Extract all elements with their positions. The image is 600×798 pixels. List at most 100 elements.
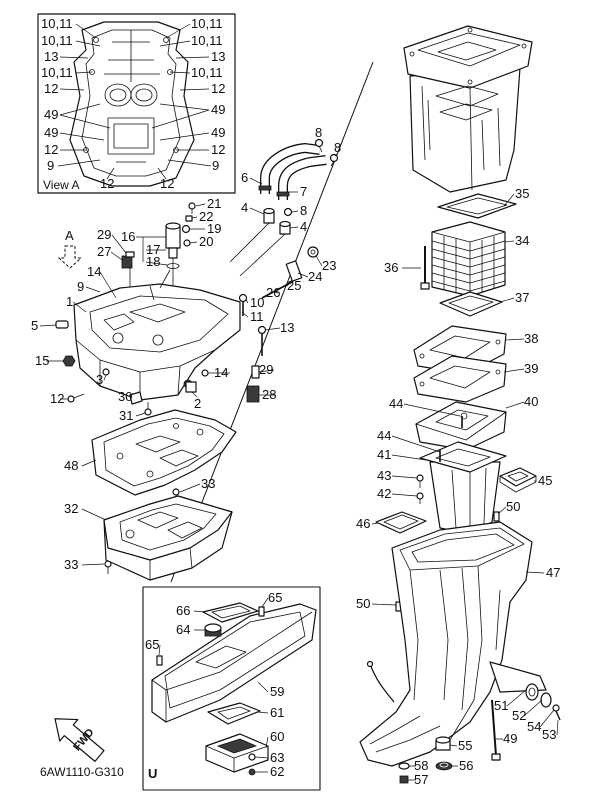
diagram-code: 6AW1110-G310 [40, 765, 124, 779]
callout-number: 7 [300, 184, 307, 199]
callout-number: 12 [50, 391, 64, 406]
plate-60-part [205, 733, 269, 773]
view-a-label: 49 [211, 125, 225, 140]
callout-number: 23 [322, 258, 336, 273]
view-a-label: 13 [44, 49, 58, 64]
callout-number: 47 [546, 565, 560, 580]
callout-number: 2 [194, 396, 201, 411]
callout-number: 44 [389, 396, 403, 411]
callout-number: 25 [287, 278, 301, 293]
callout-number: 22 [199, 209, 213, 224]
view-a-engine-base-drawing [69, 21, 195, 187]
callout-number: 8 [334, 140, 341, 155]
fasteners-55-58 [398, 736, 453, 784]
callout-number: 57 [414, 772, 428, 787]
callout-number: 19 [207, 221, 221, 236]
view-a-label: 12 [44, 81, 58, 96]
callout-number: 15 [35, 353, 49, 368]
inset-callout-number: 59 [270, 684, 284, 699]
callout-number: 48 [64, 458, 78, 473]
callout-number: 31 [119, 408, 133, 423]
callout-number: 16 [121, 229, 135, 244]
ring-46-part [375, 511, 427, 534]
pins-65 [156, 606, 265, 666]
cover-59-part [151, 603, 317, 723]
gasket-66-part [202, 602, 259, 623]
callout-number: 6 [241, 170, 248, 185]
cap-64-part [204, 623, 222, 637]
callout-number: 14 [87, 264, 101, 279]
gasket-61-part [207, 702, 261, 725]
callout-number: 38 [524, 331, 538, 346]
gasket-35-part [437, 193, 517, 219]
callout-number: 1 [66, 294, 73, 309]
callout-number: 20 [199, 234, 213, 249]
callout-number: 4 [300, 219, 307, 234]
view-a-label: 49 [44, 125, 58, 140]
callout-number: 54 [527, 719, 541, 734]
callout-number: 28 [262, 387, 276, 402]
callout-number: 8 [300, 203, 307, 218]
callout-number: 21 [207, 196, 221, 211]
separator-line [170, 61, 374, 583]
callout-number: 37 [515, 290, 529, 305]
inset-callout-number: 62 [270, 764, 284, 779]
exhaust-guide-41-part [419, 441, 507, 535]
callout-number: 26 [266, 285, 280, 300]
bolt-49-part [491, 699, 501, 761]
inset-callout-number: 65 [268, 590, 282, 605]
callout-number: 18 [146, 254, 160, 269]
callout-labels: 8 8 6 7 8 4 4 35 21 22 19 20 29 16 17 18… [31, 125, 560, 787]
callout-number: 50 [356, 596, 370, 611]
view-a-label: 49 [211, 102, 225, 117]
screws-19-22 [181, 202, 196, 247]
callout-number: 9 [77, 279, 84, 294]
hose-6-7-part [258, 142, 327, 200]
view-a-label: 10,11 [41, 16, 73, 31]
view-a-label: 10,11 [41, 65, 73, 80]
callout-number: 29 [97, 227, 111, 242]
inset-callout-number: 60 [270, 729, 284, 744]
callout-number: 34 [515, 233, 529, 248]
callout-number: 32 [64, 501, 78, 516]
gasket-39-part [413, 355, 507, 403]
callout-number: 43 [377, 468, 391, 483]
view-a-label: 49 [44, 107, 58, 122]
parts-23-26 [261, 246, 319, 299]
view-a-label: 12 [160, 176, 174, 191]
view-a-label: 12 [44, 142, 58, 157]
view-a-label: 10,11 [191, 65, 223, 80]
view-direction-arrow: A [57, 228, 83, 269]
gasket-48-part [91, 409, 237, 496]
callout-number: 45 [538, 473, 552, 488]
view-a-label: 12 [211, 142, 225, 157]
inset-callout-number: 65 [145, 637, 159, 652]
view-a-label: 10,11 [191, 16, 223, 31]
fasteners-51-54 [525, 683, 561, 721]
callout-number: 4 [241, 200, 248, 215]
callout-number: 13 [280, 320, 294, 335]
callout-number: 58 [414, 758, 428, 773]
inset-callout-number: 63 [270, 750, 284, 765]
callout-number: 46 [356, 516, 370, 531]
callout-number: 30 [118, 389, 132, 404]
callout-number: 42 [377, 486, 391, 501]
callout-number: 51 [494, 698, 508, 713]
callout-number: 44 [377, 428, 391, 443]
view-a-label: 10,11 [191, 33, 223, 48]
callout-number: 24 [308, 269, 322, 284]
callout-number: 11 [250, 309, 264, 324]
callout-number: 53 [542, 727, 556, 742]
callout-number: 27 [97, 244, 111, 259]
callout-number: 14 [214, 365, 228, 380]
bolts-8-collars-4 [229, 138, 339, 277]
bolt-36-part [420, 246, 430, 290]
callout-number: 35 [515, 186, 529, 201]
callout-number: 55 [458, 738, 472, 753]
callout-number: 8 [315, 125, 322, 140]
view-a-label: 10,11 [41, 33, 73, 48]
callout-number: 36 [384, 260, 398, 275]
callout-number: 50 [506, 499, 520, 514]
callout-number: 40 [524, 394, 538, 409]
view-a-label: 12 [100, 176, 114, 191]
